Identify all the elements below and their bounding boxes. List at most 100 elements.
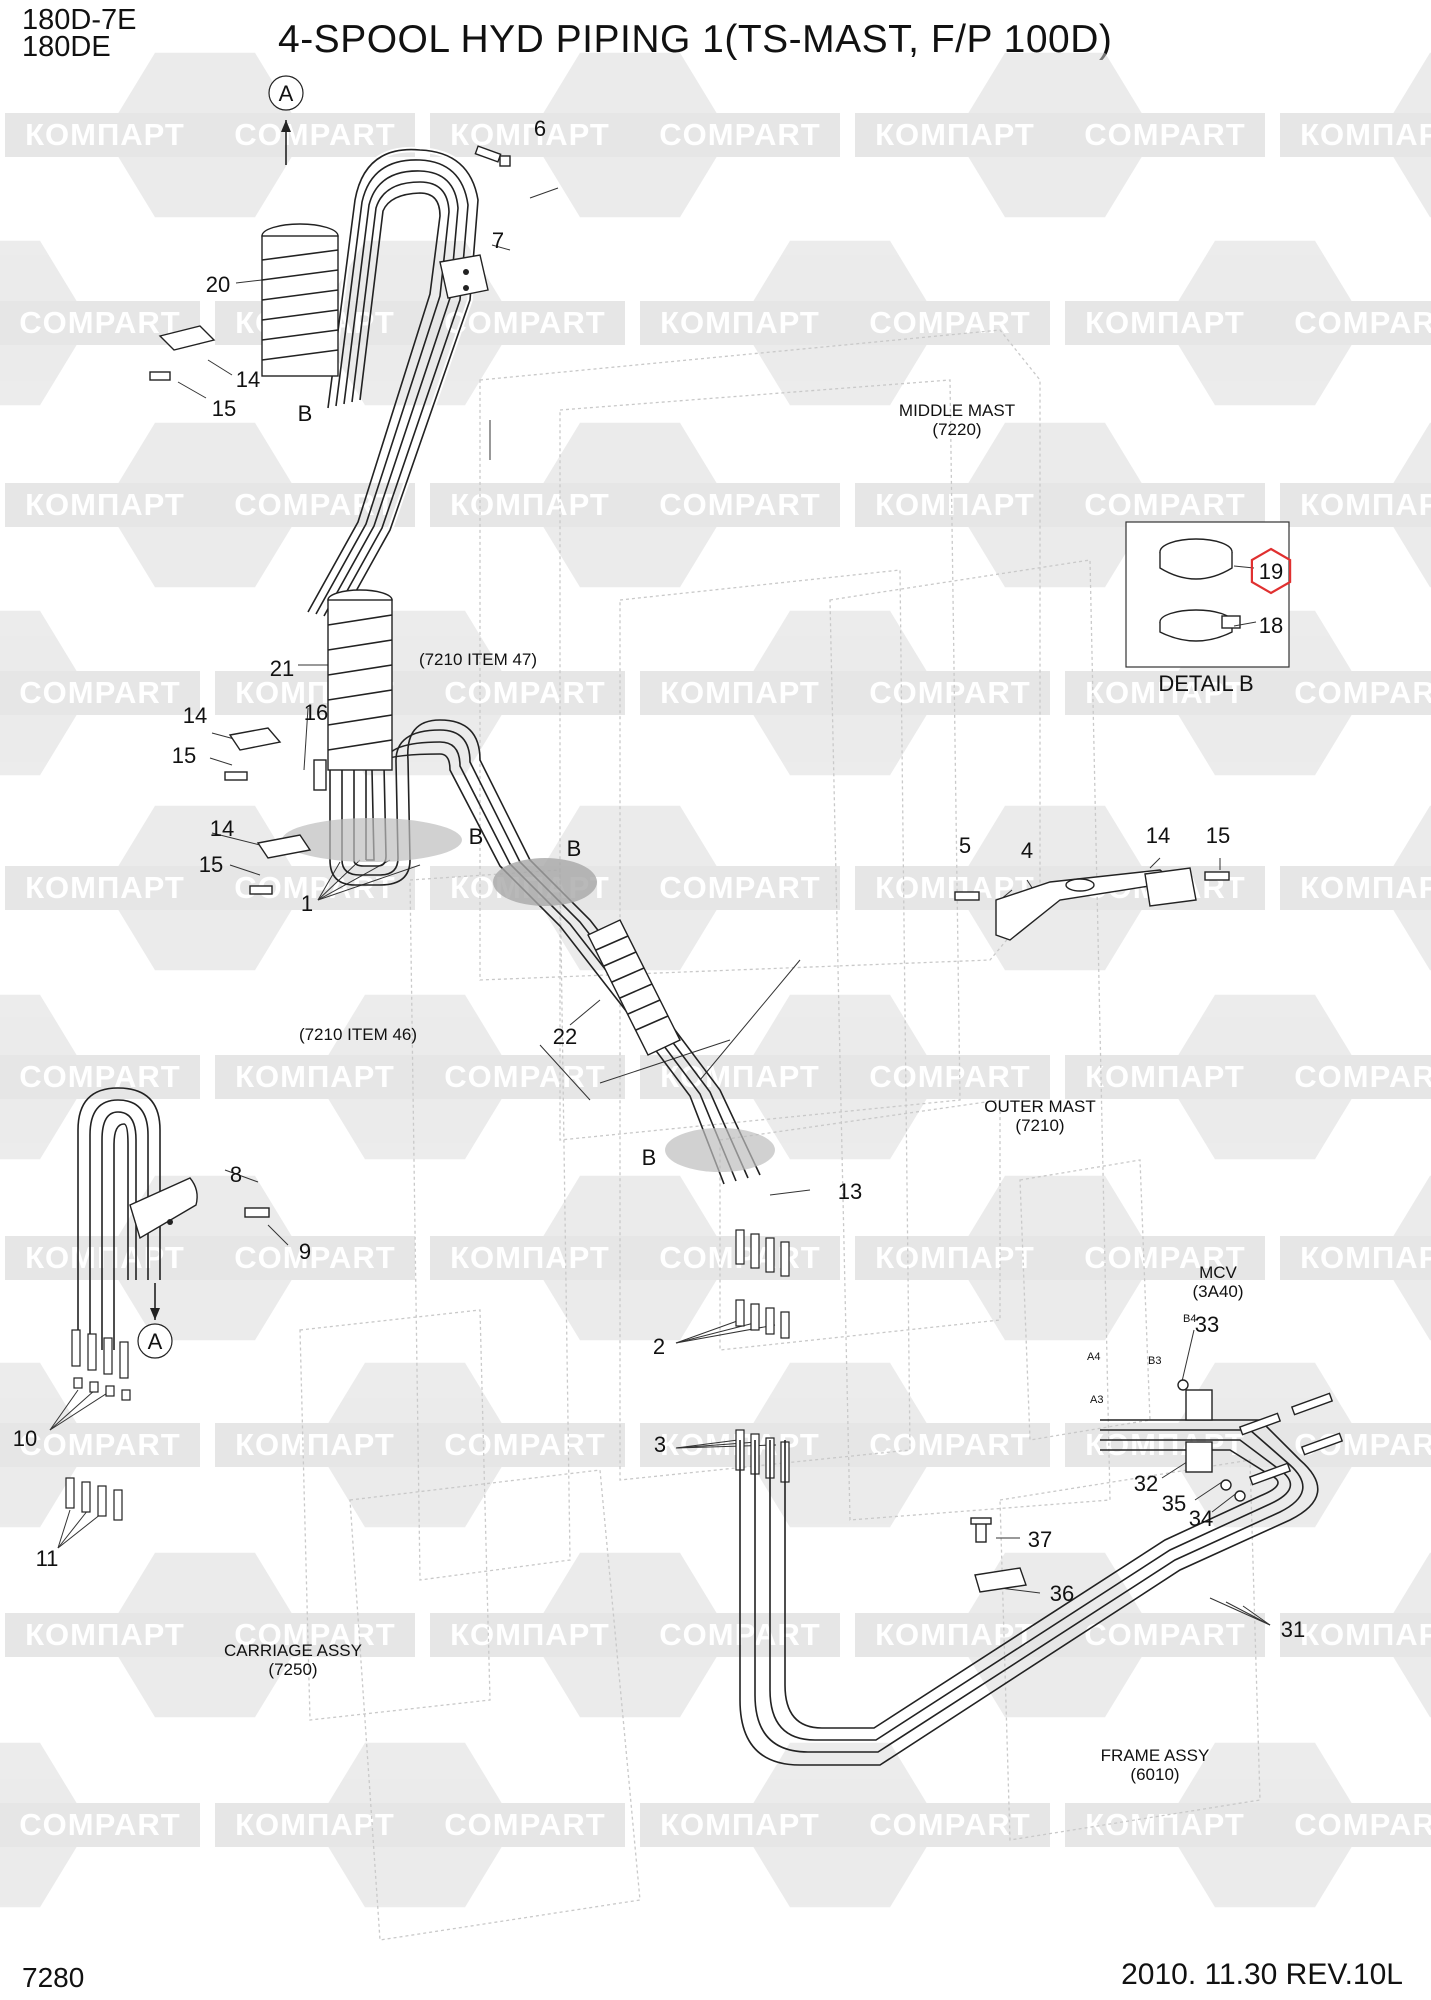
callout-36: 36	[1050, 1581, 1074, 1606]
watermark-text-cyrillic: КОМПАРТ	[875, 1240, 1035, 1275]
watermark-text-cyrillic: КОМПАРТ	[450, 117, 610, 152]
section-b-2: B	[469, 824, 484, 849]
watermark-text-latin: COMPART	[1084, 487, 1245, 522]
callout-34: 34	[1189, 1506, 1213, 1531]
item47-label: (7210 ITEM 47)	[419, 650, 537, 669]
svg-text:A: A	[148, 1329, 163, 1354]
watermark-text-cyrillic: КОМПАРТ	[875, 1617, 1035, 1652]
bolt-6	[474, 145, 511, 167]
watermark-text-latin: COMPART	[659, 117, 820, 152]
fitting	[765, 1237, 775, 1273]
middle-mast-label: MIDDLE MAST	[899, 401, 1015, 420]
fitting	[89, 1381, 99, 1393]
item46-label: (7210 ITEM 46)	[299, 1025, 417, 1044]
callout-2: 2	[653, 1334, 665, 1359]
watermark-tile: КОМПАРТ COMPART	[430, 52, 840, 218]
fittings-10	[71, 1329, 131, 1401]
detail-title: DETAIL B	[1158, 671, 1253, 696]
fitting	[750, 1233, 760, 1269]
watermark-text-latin: COMPART	[444, 305, 605, 340]
carriage-label: CARRIAGE ASSY	[224, 1641, 362, 1660]
watermark-text-latin: COMPART	[444, 675, 605, 710]
fitting	[105, 1385, 115, 1397]
fitting	[65, 1477, 75, 1509]
watermark-text-cyrillic: КОМПАРТ	[1300, 870, 1431, 905]
watermark-text-cyrillic: КОМПАРТ	[450, 1240, 610, 1275]
fitting	[735, 1299, 745, 1327]
outer-mast-label: OUTER MAST	[984, 1097, 1095, 1116]
fitting	[750, 1303, 760, 1331]
fitting	[121, 1389, 131, 1401]
watermark-text-latin: COMPART	[1294, 305, 1431, 340]
watermark-text-cyrillic: КОМПАРТ	[25, 870, 185, 905]
fitting	[765, 1307, 775, 1335]
detail-part-19: 19	[1259, 559, 1283, 584]
callout-3: 3	[654, 1432, 666, 1457]
hose-bundle-middle	[282, 589, 761, 1185]
callout-14-a: 14	[236, 367, 260, 392]
fitting	[73, 1377, 83, 1389]
page-number: 7280	[22, 1962, 85, 1993]
callout-21: 21	[270, 656, 294, 681]
watermark-text-latin: COMPART	[444, 1059, 605, 1094]
port-a4: A4	[1087, 1351, 1100, 1363]
callout-11: 11	[36, 1546, 59, 1571]
fitting	[71, 1329, 81, 1367]
assembly-labels: MIDDLE MAST (7220) OUTER MAST (7210) CAR…	[224, 401, 1243, 1784]
watermark-text-cyrillic: КОМПАРТ	[1085, 305, 1245, 340]
section-b-3: B	[567, 836, 582, 861]
callout-10: 10	[13, 1426, 37, 1451]
callout-9: 9	[299, 1239, 311, 1264]
callout-15-c: 15	[199, 852, 223, 877]
callout-15-a: 15	[212, 396, 236, 421]
model-code-1: 180D-7E	[22, 4, 137, 36]
revision-date: 2010. 11.30 REV.10L	[1121, 1958, 1403, 1991]
callout-4: 4	[1021, 838, 1033, 863]
watermark-tile: КОМПАРТ COMPART	[1065, 1742, 1431, 1908]
fitting	[87, 1333, 97, 1371]
middle-mast-code: (7220)	[932, 420, 981, 439]
bracket-4-assembly	[954, 867, 1230, 941]
watermark-tile: КОМПАРТ COMPART	[1065, 240, 1431, 406]
detail-b-panel: 19 18 DETAIL B	[1125, 521, 1292, 696]
watermark-text-latin: COMPART	[1084, 117, 1245, 152]
hose-bundle-upper	[307, 146, 481, 622]
watermark-text-latin: COMPART	[1294, 1807, 1431, 1842]
frame-label: FRAME ASSY	[1101, 1746, 1210, 1765]
callout-37: 37	[1028, 1527, 1052, 1552]
callout-31: 31	[1281, 1617, 1305, 1642]
watermark-text-latin: COMPART	[19, 1427, 180, 1462]
callout-8: 8	[230, 1162, 242, 1187]
watermark-text-cyrillic: КОМПАРТ	[235, 1059, 395, 1094]
callout-13: 13	[838, 1179, 862, 1204]
spiral-guard-20	[261, 223, 339, 377]
fittings-11	[65, 1477, 123, 1521]
fitting	[780, 1311, 790, 1339]
model-code-2: 180DE	[22, 31, 111, 63]
watermark-text-cyrillic: КОМПАРТ	[1085, 1807, 1245, 1842]
watermark-text-latin: COMPART	[234, 1617, 395, 1652]
callout-6: 6	[534, 116, 546, 141]
frame-code: (6010)	[1130, 1765, 1179, 1784]
port-b4: B4	[1183, 1313, 1196, 1325]
